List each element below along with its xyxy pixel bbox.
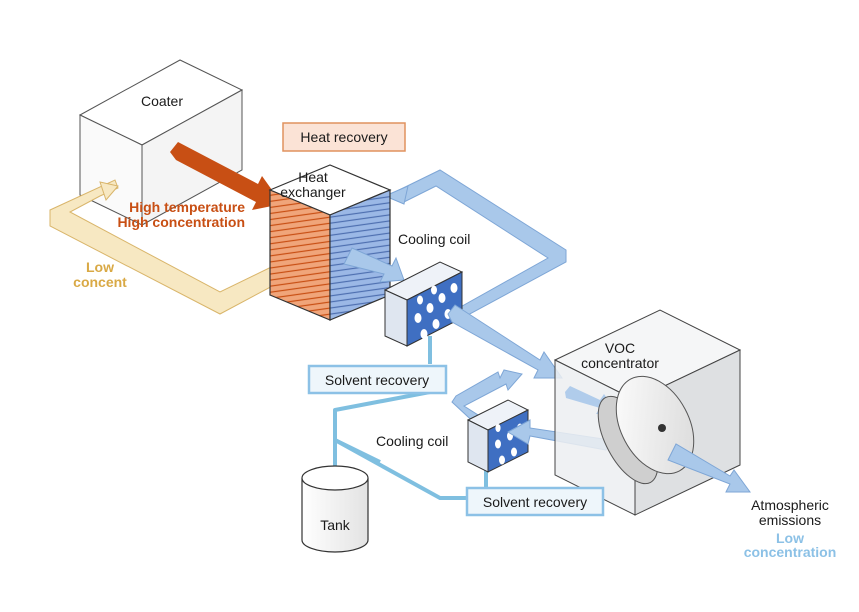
solvent-recovery-top-label: Solvent recovery — [325, 372, 429, 388]
cooling-coil-bottom — [466, 399, 530, 473]
voc-concentrator — [553, 309, 742, 516]
heat-recovery-label: Heat recovery — [300, 129, 387, 145]
solvent-recovery-bottom-box: Solvent recovery — [465, 486, 605, 517]
cooling-coil-top — [383, 261, 464, 347]
low-concent-label-2: concent — [73, 274, 127, 290]
atmospheric-label-2: emissions — [759, 512, 821, 528]
solvent-recovery-bottom-label: Solvent recovery — [483, 494, 587, 510]
coater-label: Coater — [141, 93, 183, 109]
atmospheric-label-1: Atmospheric — [751, 497, 829, 513]
coil-to-voc-arrow — [447, 304, 563, 379]
low-concentration-label-2: concentration — [744, 544, 837, 560]
high-concentration-label: High concentration — [117, 214, 245, 230]
cooling-coil-top-label: Cooling coil — [398, 231, 470, 247]
heat-exchanger-label-2: exchanger — [280, 184, 346, 200]
low-concentration-pipe — [49, 179, 311, 315]
tank-label: Tank — [320, 517, 351, 533]
high-temperature-label: High temperature — [129, 199, 245, 215]
cooling-coil-bottom-label: Cooling coil — [376, 433, 448, 449]
emission-arrow — [667, 443, 751, 493]
hot-stream-arrow — [170, 142, 282, 210]
heat-exchanger-label-1: Heat — [298, 169, 328, 185]
voc-label-2: concentrator — [581, 355, 659, 371]
voc-label-1: VOC — [605, 340, 635, 356]
tank — [301, 465, 369, 553]
low-concentration-label-1: Low — [776, 530, 804, 546]
droplets-icon — [414, 283, 458, 339]
heat-recovery-box: Heat recovery — [282, 122, 406, 152]
low-concent-label-1: Low — [86, 259, 114, 275]
solvent-recovery-top-box — [307, 364, 448, 395]
